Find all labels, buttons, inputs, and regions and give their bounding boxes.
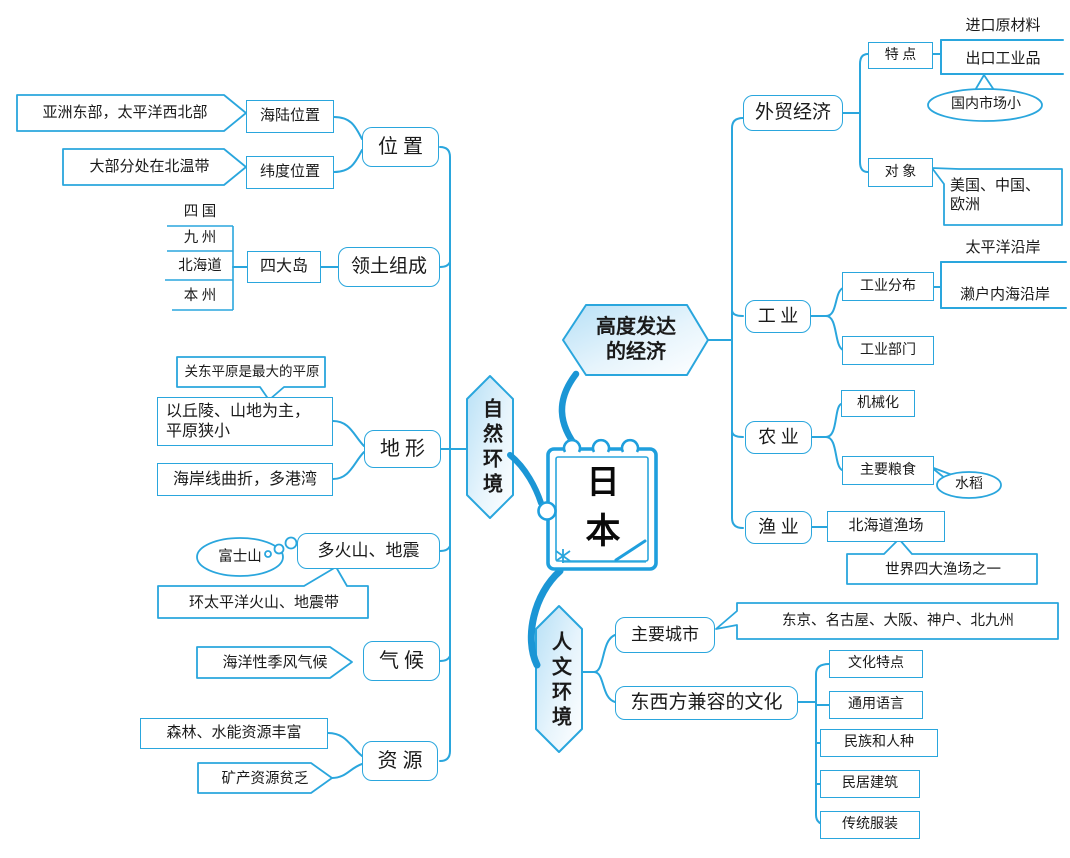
banner-nature-shape [466,375,514,519]
node-island-shikoku: 四 国 [183,204,217,221]
center-node-char-1: 日 [586,465,620,502]
node-monsoon-climate: 海洋性季风气候 [222,654,328,671]
node-mineral-poor: 矿产资源贫乏 [221,770,309,787]
node-foreign-trade: 外贸经济 [743,95,843,131]
spiral-rings [562,438,640,453]
callout-ocean-climate [196,646,353,679]
node-industry: 工 业 [745,300,811,333]
node-common-language: 通用语言 [829,691,923,719]
node-export-goods: 出口工业品 [965,51,1041,68]
node-latitude-position: 纬度位置 [246,156,334,189]
node-latitude-detail: 大部分处在北温带 [89,158,210,175]
node-resource-rich: 森林、水能资源丰富 [140,718,328,749]
node-trade-partners: 美国、中国、 欧洲 [950,178,1041,213]
node-volcano-earthquake: 多火山、地震 [297,533,440,569]
node-culture-features: 文化特点 [829,650,923,678]
callout-mineral-poor [197,762,333,794]
banner-human-shape [535,605,583,753]
callout-volcano-belt [157,566,369,619]
node-territory: 领土组成 [338,247,440,287]
node-sea-land-position: 海陆位置 [246,100,334,133]
ellipse-domestic-market [927,88,1043,122]
callout-world-fishery [846,538,1038,585]
node-fishery: 渔 业 [745,511,812,544]
callout-cities [715,602,1059,640]
node-hokkaido-fishery: 北海道渔场 [827,511,945,542]
node-terrain-main: 以丘陵、山地为主， 平原狭小 [157,397,333,446]
callout-kanto-plain [176,356,326,401]
node-traditional-clothing: 传统服装 [820,811,920,839]
node-rice: 水稻 [955,477,983,493]
node-seto-inland-coast: 濑户内海沿岸 [959,286,1050,303]
banner-nature-label: 自然环境 [479,398,502,498]
thought-dot [273,543,285,555]
node-domestic-market: 国内市场小 [951,97,1021,113]
node-fujisan: 富士山 [218,548,262,565]
callout-sea-land-detail [16,94,247,132]
node-island-hokkaido: 北海道 [178,257,222,274]
node-island-honshu: 本 州 [183,288,217,305]
node-resources: 资 源 [362,741,438,781]
callout-shapes [16,74,1063,794]
node-terrain: 地 形 [364,430,441,468]
callout-latitude-detail [62,148,247,186]
ellipse-rice [936,471,1002,499]
node-trade-targets: 对 象 [868,158,933,187]
node-industry-distribution: 工业分布 [842,272,934,301]
node-trade-features: 特 点 [868,42,933,69]
notepad-japan [537,438,658,571]
node-main-grain: 主要粮食 [842,456,934,485]
node-agriculture: 农 业 [745,421,812,454]
banner-economy-label: 高度发达 的经济 [596,316,676,363]
branch-banners [466,304,709,753]
pinwheel-icon [555,549,571,563]
node-major-cities: 主要城市 [615,617,715,653]
center-node-char-2: 本 [585,512,621,552]
pen-icon [614,539,647,562]
node-ethnicity: 民族和人种 [820,729,938,757]
node-cities-list: 东京、名古屋、大阪、神户、北九州 [782,612,1014,629]
node-residential-architecture: 民居建筑 [820,770,920,798]
node-location: 位 置 [362,127,439,167]
node-four-islands: 四大岛 [247,251,321,283]
node-world-fishery: 世界四大渔场之一 [885,561,1001,578]
node-mechanization: 机械化 [841,390,915,417]
node-ring-of-fire: 环太平洋火山、地震带 [188,594,339,611]
node-sea-land-detail: 亚洲东部，太平洋西北部 [42,104,208,121]
node-pacific-coast: 太平洋沿岸 [965,239,1041,256]
banner-human-label: 人文环境 [548,631,571,731]
node-import-materials: 进口原材料 [965,18,1041,35]
banner-economy-shape [562,304,709,376]
node-island-kyushu: 九 州 [183,230,217,247]
node-climate: 气 候 [363,641,440,681]
notepad-left-ring [537,501,557,521]
node-kanto-plain: 关东平原是最大的平原 [184,363,320,379]
node-culture: 东西方兼容的文化 [615,686,798,720]
thought-dot [284,536,298,550]
thought-dot [264,550,272,558]
node-industry-sectors: 工业部门 [842,336,934,365]
ellipse-fujisan [196,537,284,577]
node-coastline: 海岸线曲折，多港湾 [157,463,333,496]
islands-table [165,225,234,311]
